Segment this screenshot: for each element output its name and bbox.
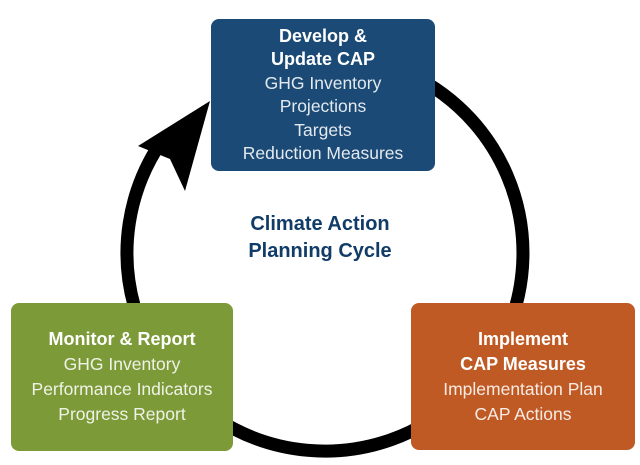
implement-box-title-line: Implement <box>477 328 569 349</box>
diagram-title: Climate Action Planning Cycle <box>0 211 640 265</box>
implement-box-title-line: CAP Measures <box>460 353 586 374</box>
develop-box-item: GHG Inventory <box>264 72 382 93</box>
develop-update-cap-box: Develop & Update CAP GHG Inventory Proje… <box>211 19 435 171</box>
diagram-title-line: Planning Cycle <box>248 240 392 262</box>
implement-box-item: Implementation Plan <box>443 378 603 399</box>
monitor-box-item: Progress Report <box>58 404 186 424</box>
develop-box-item: Targets <box>294 119 352 140</box>
implement-cap-measures-box: Implement CAP Measures Implementation Pl… <box>411 303 635 450</box>
diagram-title-line: Climate Action <box>250 213 390 235</box>
cycle-arc <box>120 60 530 458</box>
implement-box-item: CAP Actions <box>474 403 572 424</box>
monitor-report-box: Monitor & Report GHG Inventory Performan… <box>11 303 233 451</box>
monitor-box-title-line: Monitor & Report <box>48 329 196 349</box>
develop-box-title-line: Develop & <box>278 25 368 46</box>
develop-box-item: Reduction Measures <box>242 143 404 163</box>
develop-box-title-line: Update CAP <box>270 49 375 69</box>
monitor-box-item: Performance Indicators <box>31 379 213 399</box>
develop-box-item: Projections <box>279 96 367 116</box>
monitor-box-item: GHG Inventory <box>63 354 181 374</box>
cycle-arrowhead-icon <box>138 101 210 191</box>
